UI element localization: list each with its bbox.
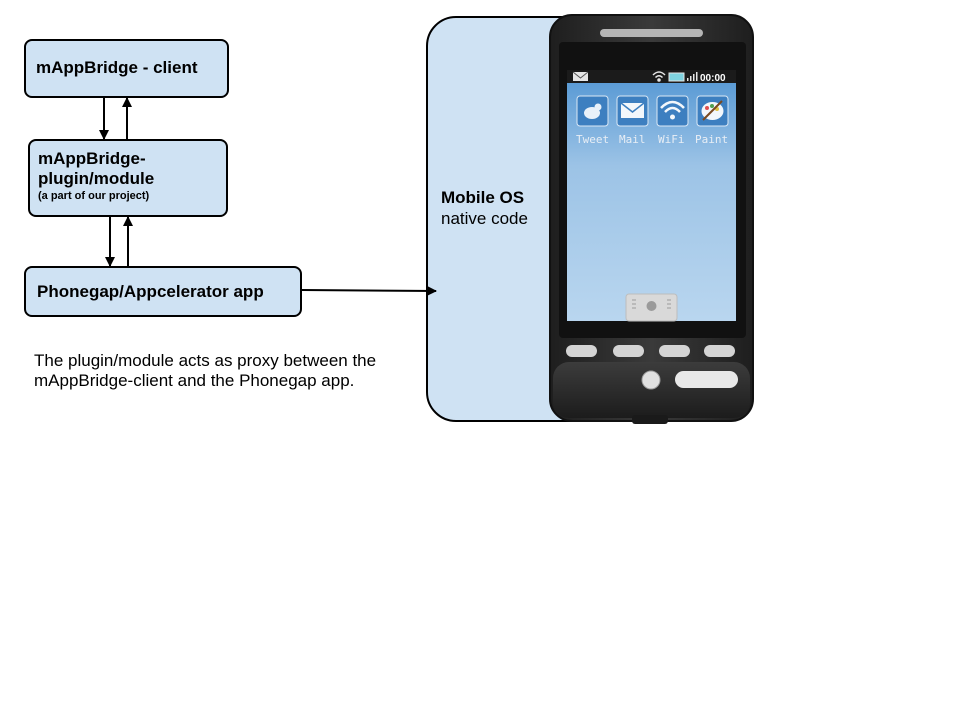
bottom-nub [632, 415, 668, 424]
mappbridge-client-box: mAppBridge - client [24, 39, 229, 98]
mobile-os-subtitle: native code [441, 209, 528, 228]
paint-app-icon [696, 95, 729, 127]
app-label-wifi: WiFi [658, 133, 685, 146]
app-box-title: Phonegap/Appcelerator app [37, 282, 264, 301]
end-call-button [675, 371, 738, 388]
battery-icon [668, 72, 685, 82]
home-button [566, 345, 597, 357]
wifi-app-icon [656, 95, 689, 127]
status-clock: 00:00 [700, 73, 726, 84]
signal-icon [687, 72, 698, 81]
app-label-paint: Paint [695, 133, 728, 146]
tweet-app-icon [576, 95, 609, 127]
speaker-grille [600, 29, 703, 37]
arrow-app-to-os [301, 285, 437, 296]
plugin-box-title-line2: plugin/module [38, 169, 155, 188]
plugin-box-subtitle: (a part of our project) [38, 190, 150, 202]
menu-button [613, 345, 644, 357]
explanation-note: The plugin/module acts as proxy between … [34, 351, 377, 390]
mobile-os-title: Mobile OS [441, 188, 525, 207]
back-button [659, 345, 690, 357]
plugin-box-title-line1: mAppBridge- [38, 149, 146, 168]
trackball-icon [641, 370, 661, 390]
mappbridge-plugin-box: mAppBridge- plugin/module (a part of our… [28, 139, 228, 217]
mail-notification-icon [572, 71, 589, 81]
launcher-tab-icon [625, 293, 678, 322]
mail-app-icon [616, 95, 649, 127]
client-box-title: mAppBridge - client [36, 58, 198, 77]
phonegap-app-box: Phonegap/Appcelerator app [24, 266, 302, 317]
app-label-tweet: Tweet [576, 133, 609, 146]
wifi-status-icon [652, 71, 666, 82]
app-label-mail: Mail [619, 133, 646, 146]
phone-chin [553, 362, 750, 418]
mobile-os-label: Mobile OS native code [441, 187, 528, 229]
search-button [704, 345, 735, 357]
